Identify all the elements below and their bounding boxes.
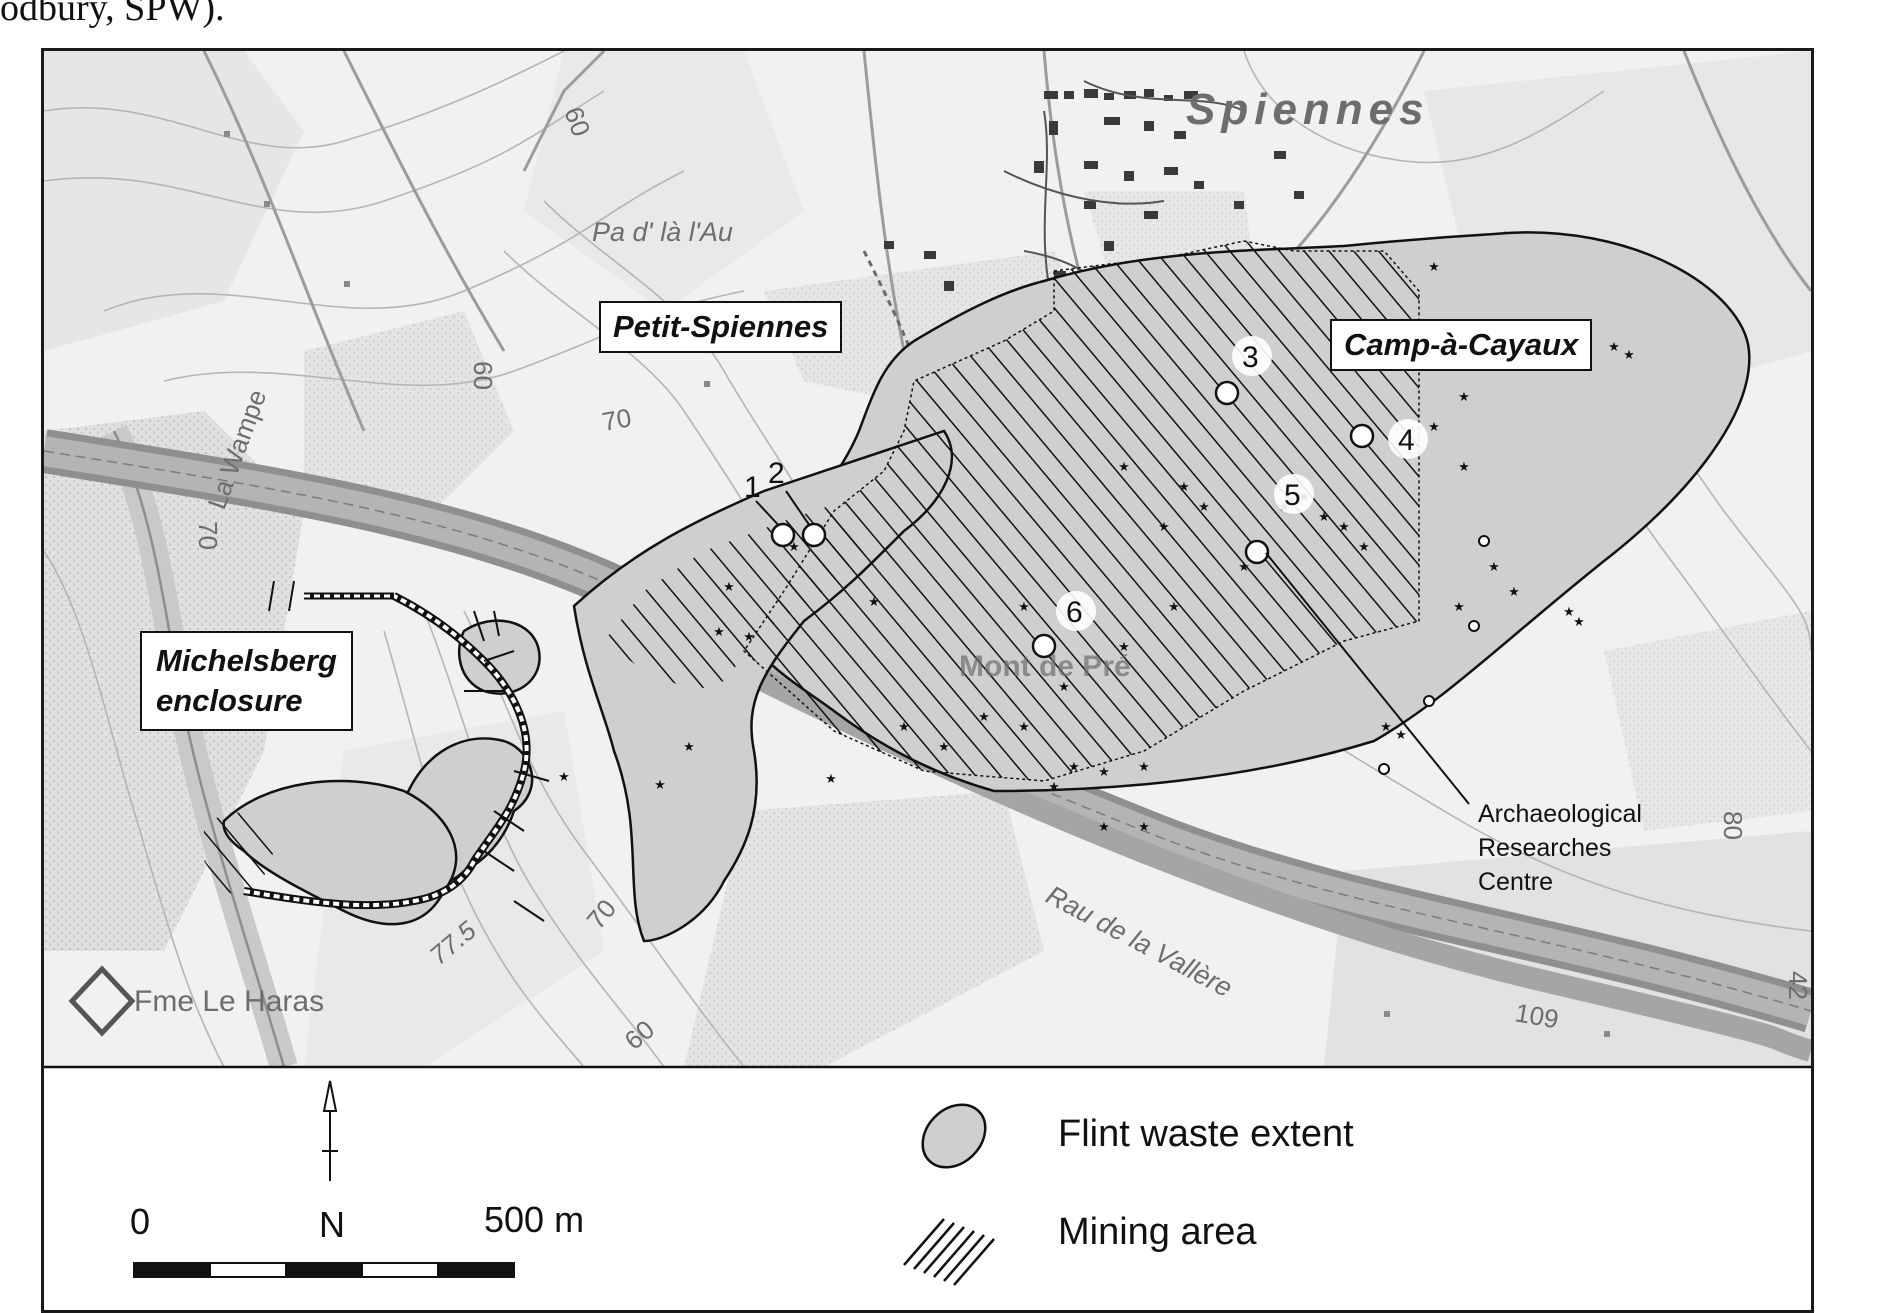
contour-label-9: 109 xyxy=(1513,997,1561,1034)
svg-text:★: ★ xyxy=(654,778,666,793)
callout-leader-line xyxy=(1265,552,1470,805)
svg-text:★: ★ xyxy=(1198,500,1210,515)
mining-area-michelsberg xyxy=(204,811,274,901)
farm-symbol xyxy=(68,965,136,1037)
legend-flint-waste-label: Flint waste extent xyxy=(1058,1113,1354,1155)
site-5-marker xyxy=(1244,539,1270,565)
svg-text:★: ★ xyxy=(1158,520,1170,535)
svg-text:★: ★ xyxy=(1488,560,1500,575)
svg-text:★: ★ xyxy=(1178,480,1190,495)
svg-text:★: ★ xyxy=(938,740,950,755)
svg-text:★: ★ xyxy=(1623,348,1635,363)
small-circles xyxy=(1378,535,1490,775)
michelsberg-enclosure-ditch xyxy=(243,580,550,922)
contour-label-8: 80 xyxy=(1718,811,1748,840)
svg-text:★: ★ xyxy=(1138,820,1150,835)
north-arrow xyxy=(322,1080,338,1181)
legend-flint-waste-symbol xyxy=(921,1103,987,1169)
figure-frame: ★★★★ ★★★★ ★★★★ ★★★★ ★★★★ ★★★★ ★★★★ ★★★★ … xyxy=(41,48,1814,1313)
michelsberg-line-1: Michelsberg xyxy=(156,643,337,678)
label-mont-de-pre: Mont de Pré xyxy=(959,650,1131,683)
site-2-label: 2 xyxy=(768,457,785,490)
svg-text:★: ★ xyxy=(1338,520,1350,535)
svg-text:★: ★ xyxy=(1428,260,1440,275)
site-3-label: 3 xyxy=(1242,341,1259,374)
scale-bar xyxy=(133,1262,515,1278)
contour-label-2: 60 xyxy=(468,361,498,390)
svg-text:★: ★ xyxy=(1563,605,1575,620)
map-canvas: ★★★★ ★★★★ ★★★★ ★★★★ ★★★★ ★★★★ ★★★★ ★★★★ … xyxy=(44,51,1811,1286)
svg-text:★: ★ xyxy=(1068,760,1080,775)
svg-text:★: ★ xyxy=(868,595,880,610)
svg-text:★: ★ xyxy=(1098,820,1110,835)
label-spiennes: Spiennes xyxy=(1186,85,1430,134)
svg-text:★: ★ xyxy=(1608,340,1620,355)
svg-text:★: ★ xyxy=(1458,390,1470,405)
svg-text:★: ★ xyxy=(683,740,695,755)
numbered-sites: 1 2 3 4 5 6 xyxy=(744,336,1428,659)
svg-text:★: ★ xyxy=(1453,600,1465,615)
legend-mining-area-symbol xyxy=(903,1218,995,1286)
site-label-camp-a-cayaux: Camp-à-Cayaux xyxy=(1330,319,1593,371)
svg-text:★: ★ xyxy=(1018,720,1030,735)
caption-fragment: odbury, SPW). xyxy=(0,0,225,29)
contour-label-3: 70 xyxy=(600,402,634,437)
svg-text:★: ★ xyxy=(743,630,755,645)
svg-text:★: ★ xyxy=(1395,728,1407,743)
site-4-marker xyxy=(1349,423,1375,449)
legend-mining-area-label: Mining area xyxy=(1058,1211,1257,1253)
callout-line-2: Researches xyxy=(1478,834,1612,862)
svg-text:★: ★ xyxy=(1508,585,1520,600)
contour-label-10: 42 xyxy=(1783,971,1811,1000)
site-6-label: 6 xyxy=(1066,596,1083,629)
svg-text:★: ★ xyxy=(825,772,837,787)
scale-start-label: 0 xyxy=(130,1201,151,1242)
contour-label-4: 70 xyxy=(193,521,223,550)
svg-text:★: ★ xyxy=(1168,600,1180,615)
callout-line-1: Archaeological xyxy=(1478,800,1642,828)
svg-text:★: ★ xyxy=(713,625,725,640)
site-5-label: 5 xyxy=(1284,479,1301,512)
svg-text:★: ★ xyxy=(1138,760,1150,775)
site-label-michelsberg-enclosure: Michelsberg enclosure xyxy=(140,631,353,731)
site-4-label: 4 xyxy=(1398,424,1415,457)
svg-text:★: ★ xyxy=(1098,765,1110,780)
mining-area-camp-a-cayaux xyxy=(744,241,1419,781)
svg-text:★: ★ xyxy=(978,710,990,725)
svg-text:★: ★ xyxy=(1018,600,1030,615)
svg-text:★: ★ xyxy=(1380,720,1392,735)
site-1-label: 1 xyxy=(744,471,761,504)
site-6-marker xyxy=(1031,633,1057,659)
site-1-marker xyxy=(770,522,796,548)
label-pa-d-la-lau: Pa d' là l'Au xyxy=(592,217,733,247)
north-label: N xyxy=(319,1204,345,1245)
svg-text:★: ★ xyxy=(1238,560,1250,575)
site-label-petit-spiennes: Petit-Spiennes xyxy=(599,301,843,353)
svg-text:★: ★ xyxy=(1358,540,1370,555)
callout-line-3: Centre xyxy=(1478,868,1554,896)
svg-text:★: ★ xyxy=(1118,640,1130,655)
svg-text:★: ★ xyxy=(558,770,570,785)
mining-area-petit-spiennes xyxy=(604,501,874,691)
svg-text:★: ★ xyxy=(1458,460,1470,475)
archaeological-researches-centre-callout: Archaeological Researches Centre xyxy=(1478,797,1642,899)
svg-text:★: ★ xyxy=(1573,615,1585,630)
svg-text:★: ★ xyxy=(1428,420,1440,435)
svg-text:★: ★ xyxy=(1048,780,1060,795)
label-fme-le-haras: Fme Le Haras xyxy=(134,985,324,1018)
flint-waste-michelsberg-north xyxy=(457,619,541,695)
scale-end-label: 500 m xyxy=(484,1199,585,1240)
svg-text:★: ★ xyxy=(1118,460,1130,475)
svg-text:★: ★ xyxy=(1058,680,1070,695)
site-3-marker xyxy=(1214,380,1240,406)
site-2-marker xyxy=(801,522,827,548)
svg-text:★: ★ xyxy=(1318,510,1330,525)
michelsberg-line-2: enclosure xyxy=(156,683,303,718)
svg-text:★: ★ xyxy=(898,720,910,735)
svg-text:★: ★ xyxy=(723,580,735,595)
find-markers: ★★★★ ★★★★ ★★★★ ★★★★ ★★★★ ★★★★ ★★★★ ★★★★ … xyxy=(558,260,1635,835)
svg-text:★: ★ xyxy=(788,540,800,555)
mining-areas xyxy=(204,241,1419,901)
